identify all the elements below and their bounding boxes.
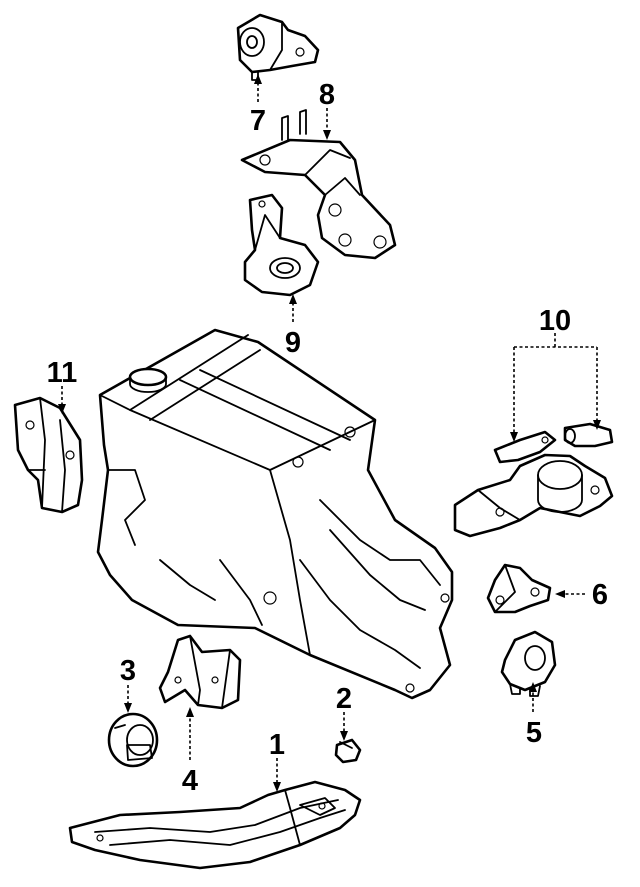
arrow-3: [124, 703, 132, 713]
arrow-10-right: [593, 420, 601, 430]
callout-1: 1: [269, 729, 285, 761]
part-1-crossmember: [68, 780, 362, 870]
callout-6: 6: [592, 579, 608, 611]
callout-2: 2: [336, 683, 352, 715]
arrow-5: [529, 682, 537, 692]
part-10-right-mount: [453, 422, 614, 538]
callout-3: 3: [120, 655, 136, 687]
part-2-stopper: [334, 738, 362, 764]
part-8-bracket: [240, 109, 397, 260]
arrow-6: [555, 590, 565, 598]
part-3-round-mount: [107, 712, 159, 768]
engine-block: [96, 328, 454, 700]
arrow-2: [340, 731, 348, 741]
part-7-upper-mount: [236, 13, 320, 81]
arrow-11: [58, 404, 66, 414]
arrow-9: [289, 294, 297, 304]
arrow-1: [273, 782, 281, 792]
arrow-4: [186, 707, 194, 717]
part-11-left-bracket: [13, 396, 84, 514]
leader-lines: [58, 74, 601, 792]
callout-4: 4: [182, 765, 198, 797]
callout-11: 11: [47, 357, 78, 389]
part-6-small-bracket: [486, 563, 552, 614]
arrow-7: [254, 74, 262, 84]
callout-numbers: 7 8 9 10 11 6 5 4 3 2 1: [47, 79, 608, 797]
callout-5: 5: [526, 717, 542, 749]
arrow-10-left: [510, 432, 518, 442]
callout-9: 9: [285, 327, 301, 359]
arrow-8: [323, 130, 331, 140]
part-4-lower-bracket: [158, 634, 242, 710]
callout-7: 7: [250, 105, 266, 137]
part-5-cylinder-mount: [500, 630, 557, 697]
callout-10: 10: [539, 305, 571, 337]
callout-8: 8: [319, 79, 335, 111]
part-9-mount-plate: [243, 193, 320, 297]
